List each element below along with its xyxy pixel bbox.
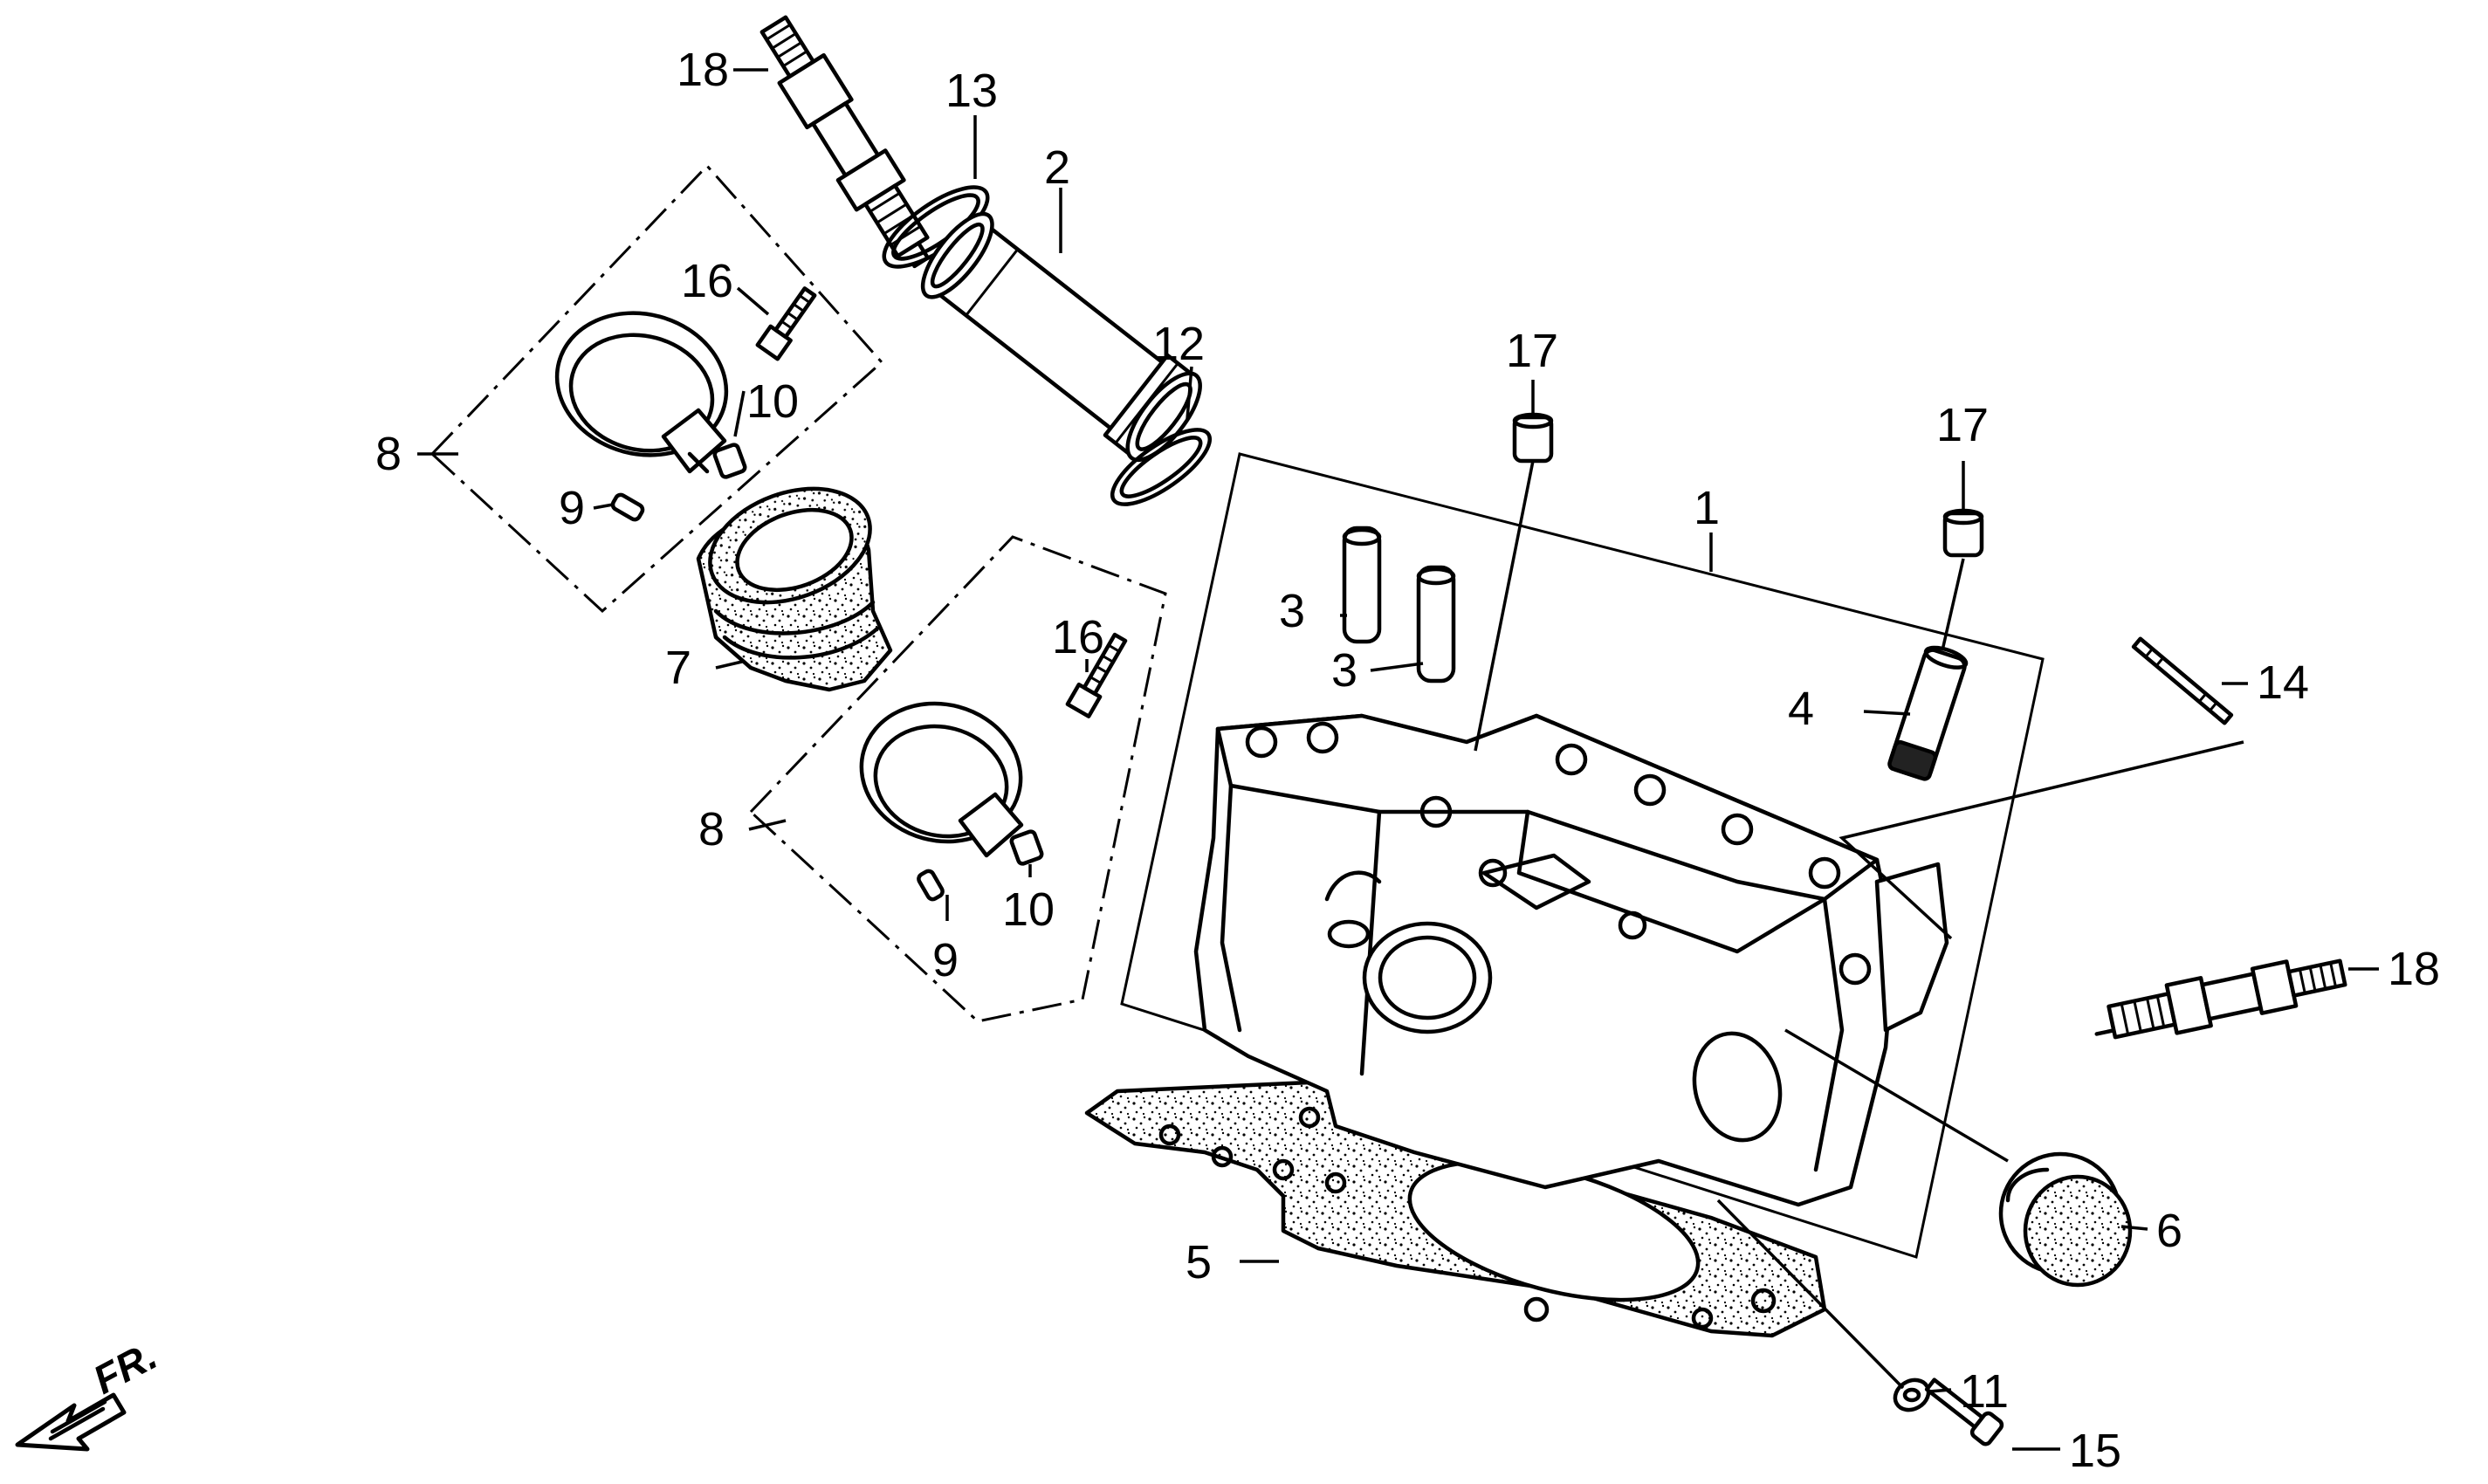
callout-12: 12: [1152, 318, 1205, 370]
clamp-kit-box-lower: [748, 535, 1167, 1023]
dowel-17b: [1942, 508, 1984, 558]
cylinder-head: [1084, 713, 1949, 1338]
joint-tube-2: [920, 211, 1202, 463]
cap-6: [1998, 1151, 2133, 1288]
callout-10-upper: 10: [746, 375, 799, 428]
bolt-16-upper: [755, 286, 817, 361]
callout-18-right: 18: [2388, 943, 2440, 995]
nut-10-upper: [712, 443, 747, 479]
bolt-16-lower: [1065, 632, 1128, 718]
callout-8-lower: 8: [698, 803, 725, 855]
callout-18-top: 18: [677, 44, 729, 96]
callout-17-left: 17: [1506, 325, 1558, 377]
callout-10-lower: 10: [1002, 883, 1055, 936]
callout-3a: 3: [1279, 585, 1305, 637]
callout-4: 4: [1788, 683, 1814, 735]
pin-9-upper: [610, 492, 645, 522]
o-ring-12: [1110, 428, 1213, 506]
callout-2: 2: [1044, 141, 1070, 194]
callout-5: 5: [1186, 1236, 1212, 1288]
callout-7: 7: [665, 642, 691, 694]
nut-10-lower: [1009, 829, 1044, 866]
valve-guide-3a: [1342, 526, 1382, 644]
cylinder-head-box: [1120, 452, 2045, 1259]
valve-guide-3b: [1416, 565, 1456, 684]
callout-6: 6: [2156, 1205, 2182, 1257]
insulator-7: [696, 486, 893, 692]
callout-1: 1: [1694, 482, 1720, 534]
front-direction-arrow-icon: FR.: [15, 1332, 164, 1452]
spark-plug-right: [2094, 958, 2347, 1040]
callout-16-upper: 16: [681, 255, 733, 307]
pin-9-lower: [917, 869, 945, 902]
clamp-kit-box-upper: [430, 163, 884, 614]
callout-8-upper: 8: [375, 428, 402, 480]
callout-11: 11: [1960, 1365, 2009, 1418]
callout-17-right: 17: [1936, 399, 1989, 451]
callout-9-upper: 9: [559, 482, 585, 534]
leader-lines: [417, 68, 2379, 1451]
sleeve-4: [1887, 645, 1969, 781]
dowel-17a: [1512, 412, 1554, 464]
clamp-band-upper: [554, 311, 729, 474]
callout-15: 15: [2069, 1425, 2121, 1477]
spark-plug-top: [759, 15, 931, 269]
callout-13: 13: [945, 65, 998, 117]
callout-3b: 3: [1331, 644, 1357, 697]
callout-9-lower: 9: [932, 934, 959, 986]
callout-16-lower: 16: [1052, 611, 1104, 663]
clamp-band-lower: [859, 701, 1024, 858]
callout-14: 14: [2257, 656, 2309, 709]
callout-labels: 18 13 2 16 10 8 9 12 7 17 1 17 3 3 16 4 …: [375, 44, 2440, 1477]
stud-14: [2131, 636, 2234, 725]
front-direction-label: FR.: [86, 1332, 164, 1403]
